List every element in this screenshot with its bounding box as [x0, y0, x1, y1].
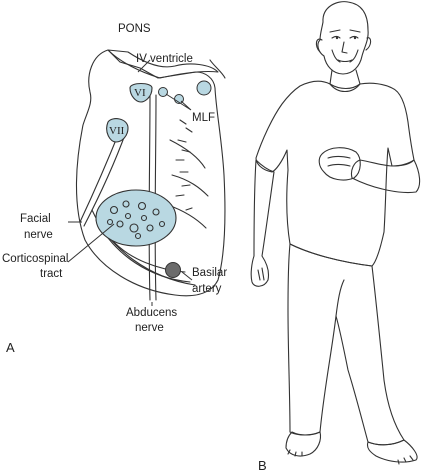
nose	[341, 41, 348, 54]
leader-ventricle	[137, 59, 151, 73]
pants	[287, 243, 405, 446]
facial-nucleus	[106, 118, 129, 143]
label-corticospinal-1: Corticospinal	[2, 253, 68, 265]
pons-title: PONS	[118, 23, 151, 35]
leader-mlf	[165, 93, 192, 111]
label-abducens-1: Abducens	[126, 307, 177, 319]
label-nucleus-vi: VI	[134, 87, 146, 99]
mlf-circle	[158, 87, 168, 97]
eyebrows	[329, 29, 361, 33]
left-foot	[285, 431, 322, 457]
label-iv-ventricle: IV ventricle	[136, 53, 193, 65]
corticospinal-tract	[95, 189, 177, 247]
label-basilar-2: artery	[192, 283, 222, 295]
eyes	[331, 35, 359, 39]
pons-outline	[75, 49, 226, 297]
mouth	[337, 59, 353, 63]
left-arm	[250, 159, 275, 287]
patient-figure: B	[250, 1, 421, 473]
label-mlf: MLF	[192, 112, 215, 124]
fist	[318, 147, 361, 181]
panel-label-a: A	[6, 340, 15, 355]
label-facial-nerve-1: Facial	[20, 213, 51, 225]
label-corticospinal-2: tract	[40, 268, 63, 280]
pons-diagram: PONS IV ventricle VI VII MLF Facial nerv…	[2, 23, 227, 355]
label-abducens-2: nerve	[135, 322, 164, 334]
right-arm	[350, 159, 421, 193]
label-facial-nerve-2: nerve	[24, 229, 53, 241]
abducens-nucleus	[129, 82, 153, 103]
fourth-ventricle	[107, 49, 219, 79]
vestibular-circle	[196, 80, 212, 96]
leader-basilar	[181, 271, 193, 281]
t-shirt	[255, 80, 415, 267]
right-foot	[366, 439, 418, 463]
panel-label-b: B	[258, 458, 267, 473]
label-nucleus-vii: VII	[109, 125, 125, 137]
leader-corticospinal	[67, 223, 115, 263]
head	[317, 1, 369, 75]
facial-nerve-strand	[83, 131, 127, 227]
basilar-artery	[165, 262, 181, 278]
label-basilar-1: Basilar	[192, 267, 227, 279]
